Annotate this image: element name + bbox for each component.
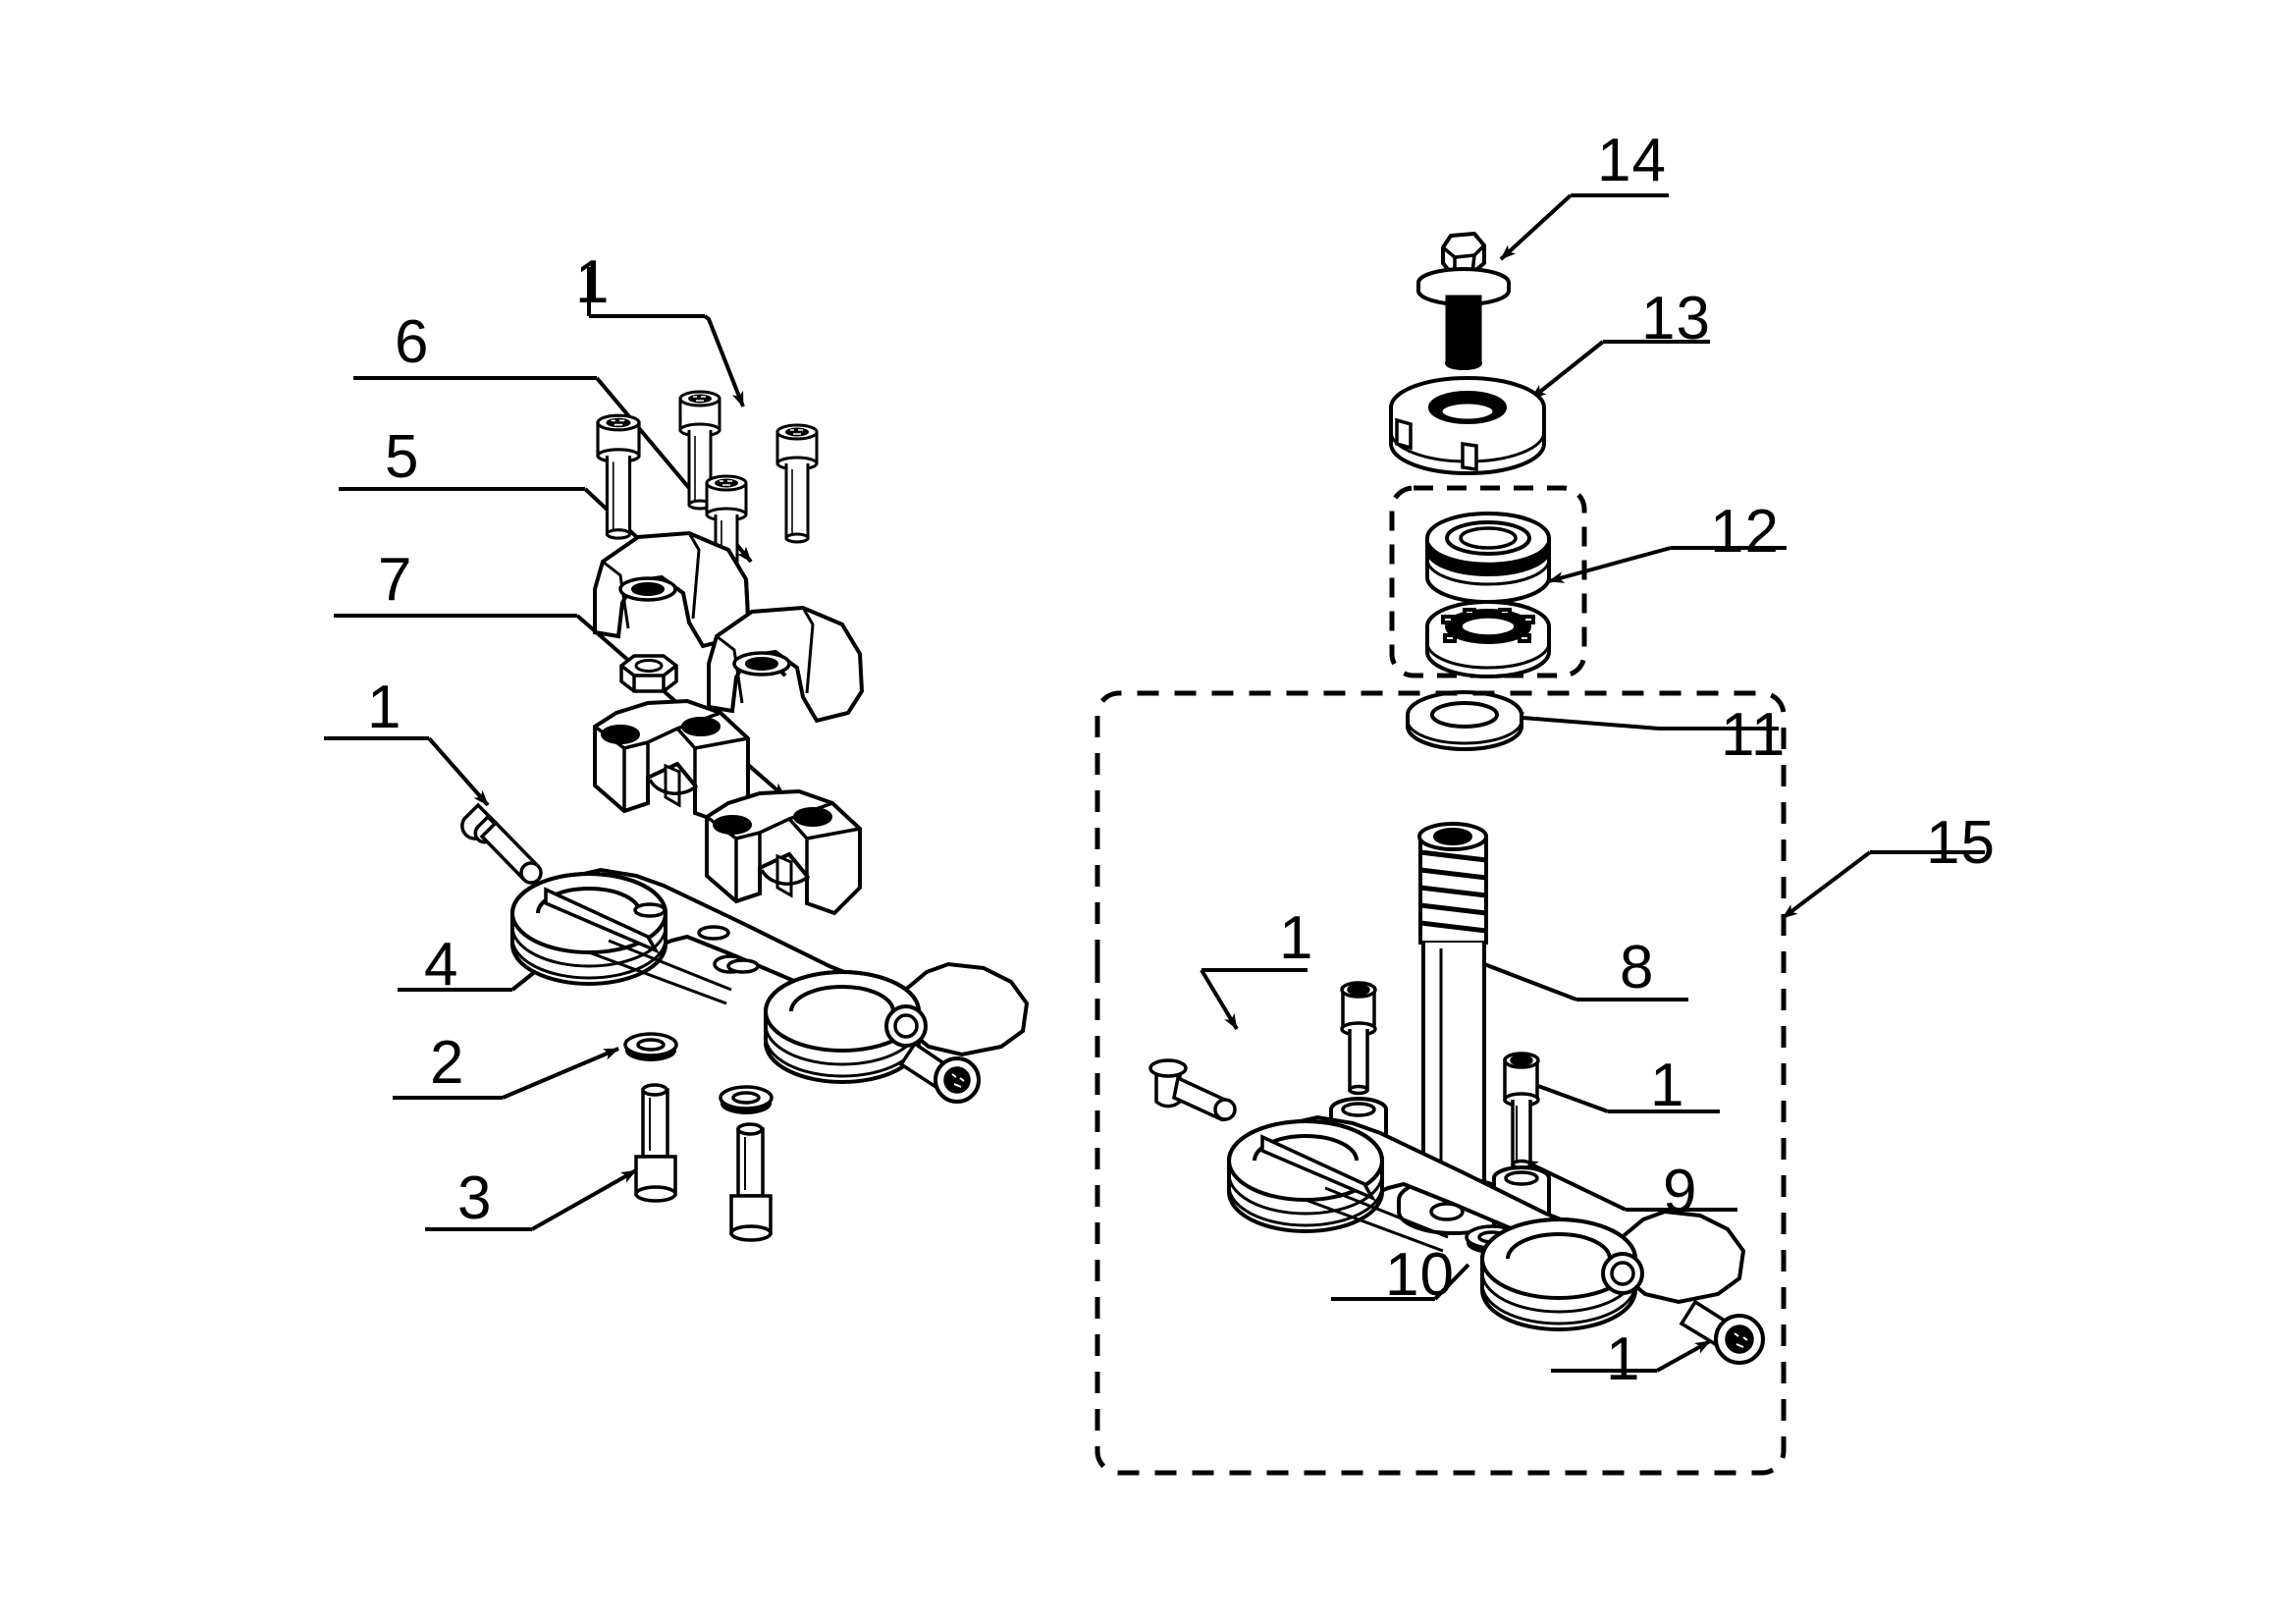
callout-label-11: 11 — [1721, 701, 1787, 769]
part-bolt-box-mid — [1340, 981, 1377, 1096]
callout-label-5: 5 — [385, 423, 420, 491]
callout-label-2: 2 — [430, 1029, 465, 1097]
part-bearing-upper-12 — [1425, 512, 1551, 604]
part-handlebar-clamp-upper-b — [707, 605, 865, 724]
part-lock-nut-13 — [1389, 376, 1546, 475]
callout-label-9: 9 — [1663, 1158, 1698, 1225]
part-flange-bolt-14 — [1416, 231, 1511, 370]
callout-label-10: 10 — [1385, 1241, 1455, 1309]
callout-label-1-bot: 1 — [1606, 1325, 1641, 1393]
part-bolt-extra — [729, 1122, 773, 1242]
leader-15 — [1781, 850, 1985, 920]
part-bolt-3 — [634, 1083, 677, 1203]
callout-label-13: 13 — [1641, 285, 1711, 352]
leader-2 — [393, 1047, 619, 1100]
part-pinch-bolt-box — [1148, 1058, 1237, 1122]
part-washer-2 — [623, 1032, 678, 1063]
callout-label-1-stem: 1 — [1650, 1052, 1685, 1119]
part-handlebar-clamp-upper-a — [593, 530, 751, 649]
leader-3 — [425, 1168, 637, 1231]
part-pinch-bolt-1 — [460, 802, 543, 885]
part-bearing-lower-12 — [1425, 600, 1551, 678]
callout-label-1-box: 1 — [1279, 904, 1314, 972]
callout-label-3: 3 — [457, 1164, 493, 1232]
leader-1-top — [587, 267, 745, 407]
part-upper-triple-clamp-4 — [510, 867, 1030, 1084]
part-bolt-1-d — [775, 423, 819, 544]
part-bolt-stem-1 — [1503, 1052, 1540, 1170]
part-hex-nut-5 — [619, 654, 678, 693]
callout-label-4: 4 — [424, 931, 459, 999]
part-washer-extra — [719, 1085, 774, 1116]
callout-label-15: 15 — [1926, 809, 1996, 877]
group-box-assembly-15 — [1095, 690, 1787, 1476]
leader-10 — [1331, 1263, 1470, 1301]
callout-label-7: 7 — [378, 546, 413, 614]
leader-11 — [1509, 712, 1779, 730]
part-bolt-right-clamp — [898, 1041, 981, 1104]
callout-label-6: 6 — [395, 308, 430, 376]
callout-label-1-pinch: 1 — [367, 674, 402, 741]
leader-1-stem-bolt — [1516, 1076, 1720, 1113]
callout-label-8: 8 — [1620, 934, 1655, 1001]
part-handlebar-clamp-base-b — [705, 788, 862, 916]
leader-1-bottom — [1551, 1339, 1711, 1373]
leader-9 — [1522, 1159, 1737, 1212]
callout-label-14: 14 — [1597, 127, 1667, 194]
callout-label-12: 12 — [1710, 498, 1780, 566]
part-bolt-1-a — [596, 413, 641, 540]
leader-12 — [1548, 546, 1787, 583]
leader-1-box-left — [1200, 968, 1308, 1031]
leader-14 — [1499, 193, 1669, 261]
part-torx-bolt-bottom-1 — [1679, 1299, 1765, 1365]
leader-13 — [1529, 340, 1710, 401]
part-washer-11 — [1406, 690, 1523, 751]
part-lower-triple-clamp-10 — [1227, 1114, 1746, 1331]
callout-label-1-top: 1 — [575, 248, 611, 316]
leader-1-pinch — [324, 736, 490, 807]
